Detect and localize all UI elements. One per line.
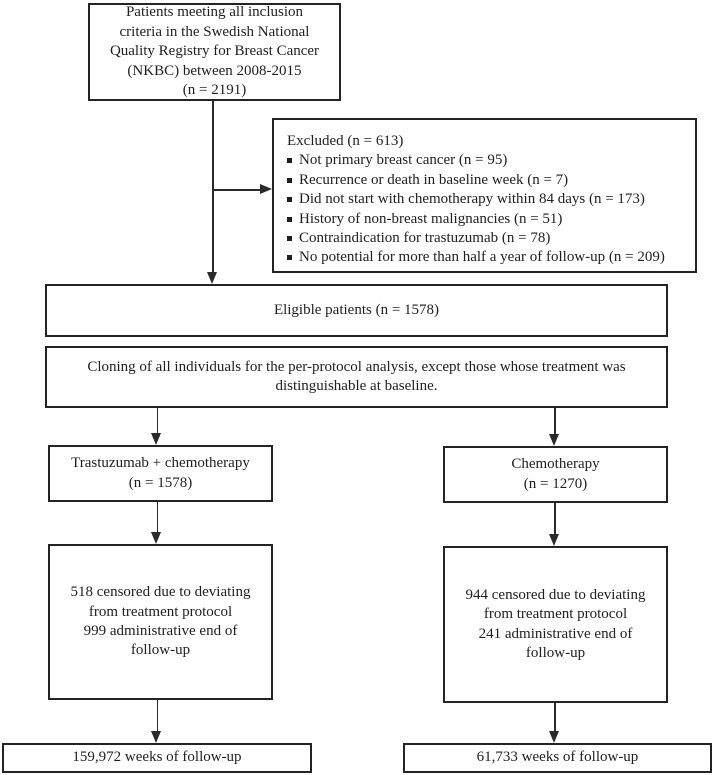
excluded-item-label: Did not start with chemotherapy within 8… <box>299 191 645 208</box>
arrowhead-into-eligible <box>206 272 217 284</box>
chemo-followup-box: 61,733 weeks of follow-up <box>403 743 712 773</box>
excluded-item-label: Recurrence or death in baseline week (n … <box>299 171 569 188</box>
excluded-title: Excluded (n = 613) <box>287 133 404 149</box>
arrowhead-into-chemo-followup <box>548 731 559 743</box>
connector-chemo-arm-to-censoring <box>554 503 556 534</box>
arrowhead-into-trastuzumab-arm <box>151 433 161 445</box>
chemo-arm-text: Chemotherapy (n = 1270) <box>511 456 600 492</box>
excluded-item-label: No potential for more than half a year o… <box>299 249 665 266</box>
excluded-item-label: Not primary breast cancer (n = 95) <box>299 152 508 169</box>
excluded-item: Not primary breast cancer (n = 95) <box>287 151 665 170</box>
excluded-item: Recurrence or death in baseline week (n … <box>287 171 665 190</box>
connector-to-excluded <box>212 189 260 191</box>
trastuzumab-censoring-text: 518 censored due to deviating from treat… <box>70 584 251 659</box>
excluded-item: Did not start with chemotherapy within 8… <box>287 190 665 209</box>
connector-trastuzumab-arm-to-censoring <box>156 502 158 532</box>
excluded-item: No potential for more than half a year o… <box>287 248 665 267</box>
arrowhead-into-chemo-arm <box>548 434 559 446</box>
square-bullet-icon <box>287 197 292 203</box>
eligible-box: Eligible patients (n = 1578) <box>45 284 668 337</box>
arrowhead-into-excluded <box>260 184 272 194</box>
chemo-censoring-text: 944 censored due to deviating from treat… <box>465 586 646 661</box>
trastuzumab-followup-box: 159,972 weeks of follow-up <box>2 743 312 773</box>
connector-chemo-censoring-to-followup <box>554 703 556 731</box>
excluded-item: Contraindication for trastuzumab (n = 78… <box>287 229 665 248</box>
connector-inclusion-to-eligible <box>212 101 214 272</box>
excluded-item-label: History of non-breast malignancies (n = … <box>299 210 563 227</box>
cloning-text: Cloning of all individuals for the per-p… <box>87 358 626 394</box>
square-bullet-icon <box>287 177 292 183</box>
connector-cloning-to-trastuzumab-arm <box>156 408 158 433</box>
connector-trastuzumab-censoring-to-followup <box>156 700 158 731</box>
eligible-text: Eligible patients (n = 1578) <box>273 301 440 318</box>
square-bullet-icon <box>287 255 292 261</box>
chemo-followup-text: 61,733 weeks of follow-up <box>476 749 639 766</box>
excluded-item: History of non-breast malignancies (n = … <box>287 210 665 229</box>
inclusion-text: Patients meeting all inclusion criteria … <box>109 4 320 99</box>
trastuzumab-censoring-box: 518 censored due to deviating from treat… <box>48 544 273 700</box>
inclusion-box: Patients meeting all inclusion criteria … <box>88 3 341 101</box>
square-bullet-icon <box>287 158 292 164</box>
square-bullet-icon <box>287 216 292 222</box>
square-bullet-icon <box>287 236 292 242</box>
connector-cloning-to-chemo-arm <box>554 408 556 434</box>
arrowhead-into-trastuzumab-followup <box>151 731 161 743</box>
arrowhead-into-chemo-censoring <box>548 534 559 546</box>
trastuzumab-arm-box: Trastuzumab + chemotherapy (n = 1578) <box>48 445 273 502</box>
chemo-arm-box: Chemotherapy (n = 1270) <box>443 446 668 503</box>
arrowhead-into-trastuzumab-censoring <box>151 532 161 544</box>
trastuzumab-arm-text: Trastuzumab + chemotherapy (n = 1578) <box>71 455 250 491</box>
chemo-censoring-box: 944 censored due to deviating from treat… <box>443 546 668 703</box>
excluded-box: Excluded (n = 613) Not primary breast ca… <box>272 118 697 273</box>
excluded-item-label: Contraindication for trastuzumab (n = 78… <box>299 230 551 247</box>
trastuzumab-followup-text: 159,972 weeks of follow-up <box>72 749 242 766</box>
cloning-box: Cloning of all individuals for the per-p… <box>45 346 668 408</box>
